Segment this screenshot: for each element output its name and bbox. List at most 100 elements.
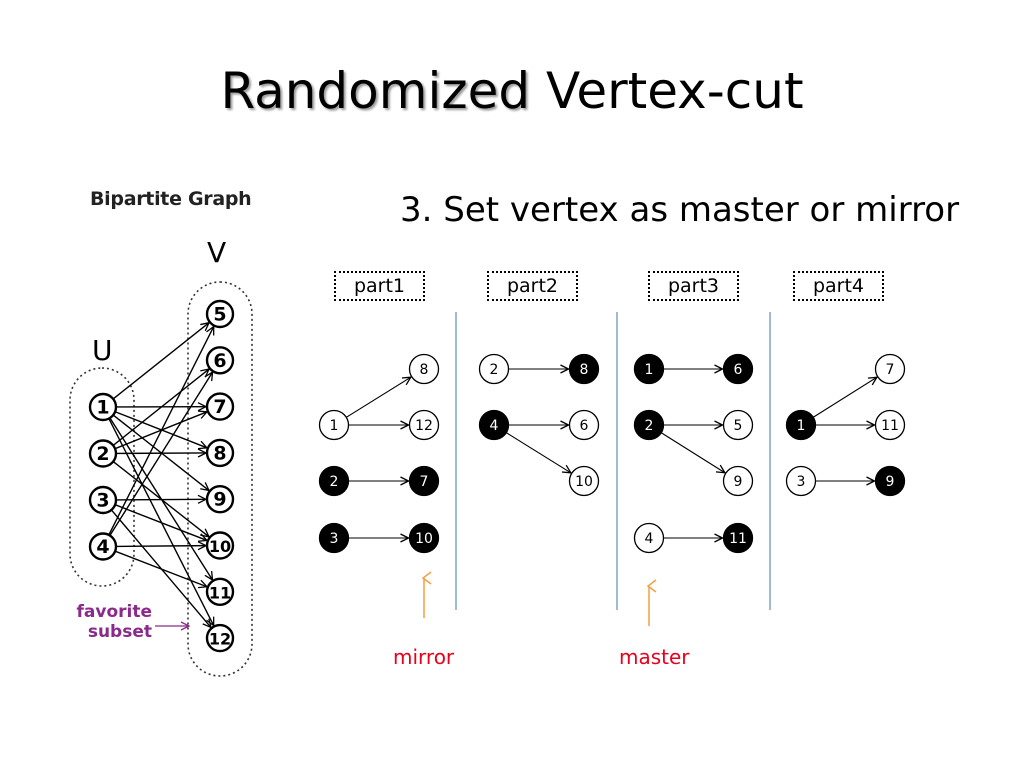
vertex-circle: [408, 409, 440, 441]
bipartite-node-6: 6: [205, 346, 235, 375]
bipartite-node-label: 10: [209, 537, 231, 556]
favorite-label-line1: favorite: [76, 602, 153, 622]
bipartite-node-label: 7: [213, 396, 226, 418]
bipartite-node-circle: [205, 299, 235, 329]
vertex-circle: [785, 465, 817, 497]
bipartite-node-12: 12: [205, 623, 235, 653]
master-label: master: [619, 645, 690, 669]
vertex-label: 10: [415, 531, 433, 547]
vertex-label: 2: [330, 474, 339, 490]
vertex-circle: [785, 409, 817, 441]
vertex-label: 6: [734, 362, 743, 378]
partition-label-3: part3: [648, 271, 739, 301]
partition-4-vertex-1-master: 1: [785, 409, 817, 441]
partition-1-vertex-8-mirror: 8: [408, 353, 440, 385]
vertex-circle: [318, 522, 350, 554]
vertex-label: 7: [420, 474, 429, 490]
bipartite-edge-2-6: [112, 369, 209, 446]
vertex-circle: [408, 522, 440, 554]
bipartite-node-label: 4: [96, 536, 109, 558]
partition-label-2: part2: [487, 271, 578, 301]
vertex-circle: [318, 465, 350, 497]
partition-2-vertex-8-master: 8: [568, 353, 600, 385]
vertex-label: 4: [490, 418, 499, 434]
bipartite-node-circle: [205, 392, 235, 421]
vertex-circle: [874, 353, 906, 385]
favorite-label-line2: subset: [87, 622, 152, 642]
partition-2-vertex-10-mirror: 10: [568, 465, 600, 497]
partition-label-1: part1: [334, 271, 425, 301]
vertex-circle: [478, 409, 510, 441]
vertex-label: 1: [645, 362, 654, 378]
partition-3-vertex-9-mirror: 9: [722, 465, 754, 497]
bipartite-node-label: 3: [96, 490, 109, 512]
partition-2-vertex-4-master: 4: [478, 409, 510, 441]
partition-2-vertex-2-mirror: 2: [478, 353, 510, 385]
favorite-subset-label: favorite subset: [70, 602, 153, 642]
partition-4-edge: [812, 377, 877, 418]
vertex-circle: [318, 409, 350, 441]
u-set-outline: [69, 367, 135, 587]
vertex-label: 8: [420, 362, 429, 378]
partition-3-vertex-6-master: 6: [722, 353, 754, 385]
vertex-circle: [722, 353, 754, 385]
vertex-label: 11: [881, 418, 899, 434]
bipartite-node-circle: [205, 485, 235, 514]
vertex-label: 5: [734, 418, 743, 434]
vertex-label: 1: [797, 418, 806, 434]
title-emphasis: Randomized: [220, 62, 531, 120]
bipartite-node-label: 2: [96, 443, 109, 465]
bipartite-node-circle: [205, 577, 235, 606]
bipartite-node-circle: [88, 392, 118, 422]
vertex-circle: [478, 353, 510, 385]
bipartite-edge-4-5: [108, 327, 214, 536]
u-set-label: U: [92, 334, 113, 367]
bipartite-heading: Bipartite Graph: [90, 188, 252, 210]
step-subtitle: 3. Set vertex as master or mirror: [400, 190, 960, 230]
partition-3-vertex-11-master: 11: [722, 522, 754, 554]
bipartite-node-circle: [88, 439, 118, 468]
bipartite-edge-3-9: [115, 499, 206, 500]
partition-label-4: part4: [793, 271, 884, 301]
bipartite-node-label: 8: [213, 442, 226, 464]
vertex-circle: [874, 409, 906, 441]
partition-4-vertex-3-mirror: 3: [785, 465, 817, 497]
bipartite-node-2: 2: [88, 439, 118, 468]
bipartite-node-10: 10: [205, 531, 235, 560]
vertex-label: 11: [729, 531, 747, 547]
vertex-label: 7: [886, 362, 895, 378]
bipartite-node-8: 8: [205, 438, 235, 468]
bipartite-node-9: 9: [205, 485, 235, 514]
bipartite-node-1: 1: [88, 392, 118, 422]
vertex-circle: [874, 465, 906, 497]
partition-4-vertex-9-master: 9: [874, 465, 906, 497]
vertex-circle: [408, 353, 440, 385]
partition-4-vertex-11-mirror: 11: [874, 409, 906, 441]
bipartite-node-label: 5: [213, 304, 226, 326]
partition-3-vertex-5-mirror: 5: [722, 409, 754, 441]
vertex-label: 9: [886, 474, 895, 490]
bipartite-node-circle: [205, 346, 235, 375]
partition-2-edge: [506, 432, 571, 473]
bipartite-node-11: 11: [205, 577, 235, 606]
vertex-circle: [633, 522, 665, 554]
vertex-circle: [722, 522, 754, 554]
vertex-label: 2: [645, 418, 654, 434]
bipartite-node-circle: [88, 485, 118, 515]
partition-3-vertex-1-master: 1: [633, 353, 665, 385]
partition-1-vertex-1-mirror: 1: [318, 409, 350, 441]
vertex-label: 2: [490, 362, 499, 378]
mirror-label: mirror: [393, 645, 455, 669]
slide-title: Randomized Vertex-cut: [0, 62, 1024, 120]
vertex-circle: [568, 465, 600, 497]
partition-1-vertex-10-master: 10: [408, 522, 440, 554]
vertex-label: 1: [330, 418, 339, 434]
bipartite-node-label: 11: [209, 583, 231, 602]
vertex-circle: [722, 409, 754, 441]
vertex-label: 4: [645, 531, 654, 547]
vertex-circle: [568, 353, 600, 385]
bipartite-edge-4-11: [114, 550, 207, 587]
partition-1-vertex-3-master: 3: [318, 522, 350, 554]
vertex-label: 3: [797, 474, 806, 490]
